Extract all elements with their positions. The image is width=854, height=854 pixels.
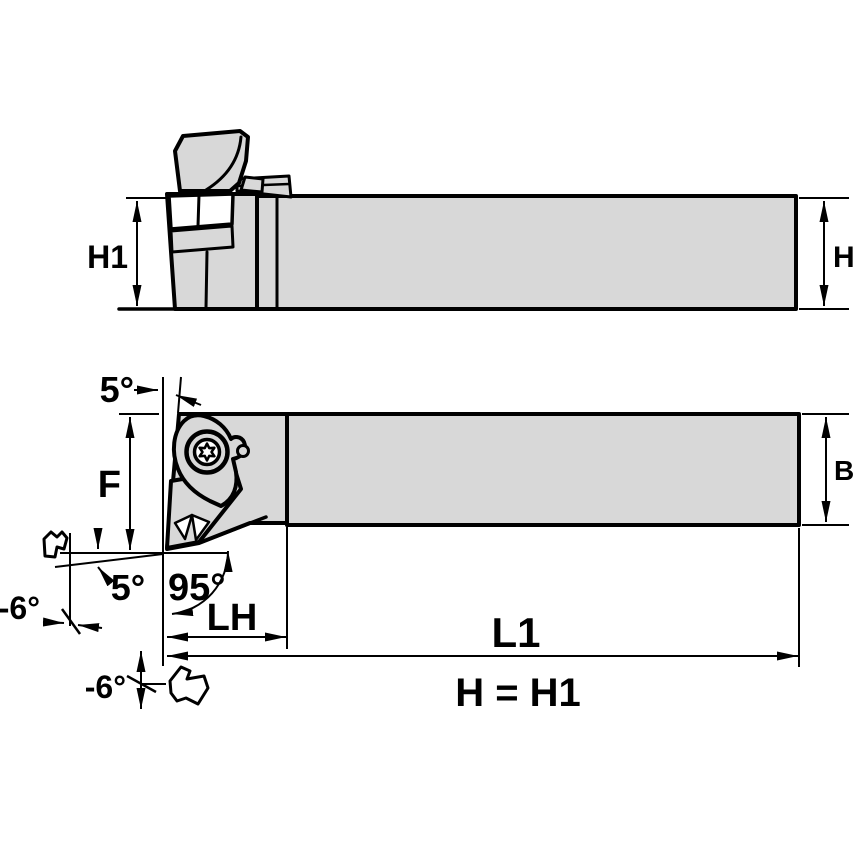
plan-view: 5° F 5° 95° -6° -6° LH L1 xyxy=(0,369,854,709)
clamp-lobe xyxy=(236,444,250,458)
cutting-edge-line xyxy=(197,515,268,545)
dim-label-l1: L1 xyxy=(491,609,540,656)
dim-label-b: B xyxy=(834,455,854,486)
dim-label-lead-angle-bottom: 5° xyxy=(111,567,145,608)
side-view-clamp xyxy=(173,129,250,193)
side-view-insert-band xyxy=(169,224,235,254)
dim-label-lead-angle-top: 5° xyxy=(100,369,134,410)
dim-label-rake-back: -6° xyxy=(85,669,126,705)
side-view: H1 H xyxy=(87,129,854,311)
insert-tip-facet-left xyxy=(173,513,194,541)
dim-label-entry-angle: 95° xyxy=(168,567,225,609)
side-view-clamp-tab xyxy=(239,175,265,194)
side-view-pocket xyxy=(167,192,235,231)
torx-screw-icon xyxy=(198,442,216,462)
dim-label-rake-side: -6° xyxy=(0,590,40,626)
plan-view-shank xyxy=(285,412,801,527)
entry-angle-arc xyxy=(171,550,233,617)
dim-label-h1: H1 xyxy=(87,239,128,275)
insert-tip-facet-right xyxy=(190,513,211,542)
insert-section-side xyxy=(42,530,69,559)
side-view-shank xyxy=(255,194,798,311)
dim-label-lh: LH xyxy=(207,597,258,639)
dim-label-h: H xyxy=(833,241,854,274)
dim-label-f: F xyxy=(98,464,121,506)
insert-section-back xyxy=(168,665,210,706)
note-h-equals-h1: H = H1 xyxy=(455,671,581,715)
